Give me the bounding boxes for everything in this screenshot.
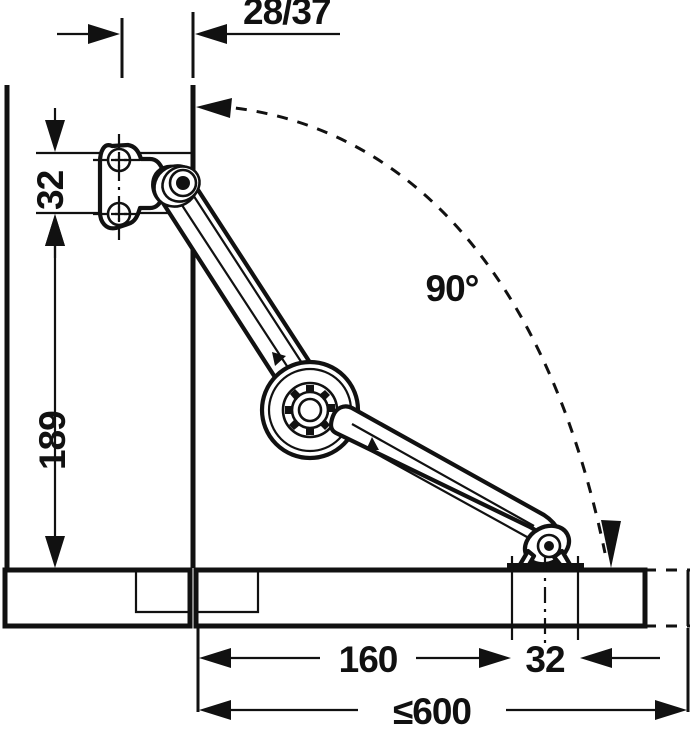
arm-direction-marker-lower — [366, 437, 379, 450]
dimension-top-offset: 28/37 — [57, 0, 340, 78]
angle-label: 90° — [426, 268, 479, 309]
dimension-side-height: 189 — [32, 214, 73, 568]
lower-arm — [328, 404, 566, 556]
dimension-max-width: ≤600 — [199, 628, 690, 730]
dimension-label-side-height: 189 — [32, 411, 73, 470]
mounting-plate — [93, 134, 173, 240]
dimension-label-top-offset: 28/37 — [243, 0, 331, 32]
dimension-label-plate-height: 32 — [30, 170, 71, 210]
pivot-hub — [259, 359, 361, 461]
flap-bracket — [507, 523, 584, 648]
opening-arc: 90° — [196, 98, 621, 568]
bottom-panel-left — [2, 567, 193, 629]
shoulder-pivot-bore — [176, 176, 190, 190]
arc-arrowhead-start — [196, 98, 232, 118]
dimension-label-end-offset: 32 — [525, 639, 565, 680]
dimension-label-max-width: ≤600 — [393, 691, 471, 730]
arc-arrowhead-end — [601, 520, 621, 568]
dimension-arm-reach: 160 — [196, 628, 511, 712]
upper-arm — [151, 164, 323, 402]
end-pivot-bore — [544, 541, 554, 551]
dimension-end-offset: 32 — [525, 639, 660, 680]
bottom-panel-dashed-extension — [645, 568, 690, 628]
dimension-label-arm-reach: 160 — [339, 639, 398, 680]
hub-bore — [297, 397, 323, 423]
arm-direction-marker-upper — [272, 352, 286, 366]
